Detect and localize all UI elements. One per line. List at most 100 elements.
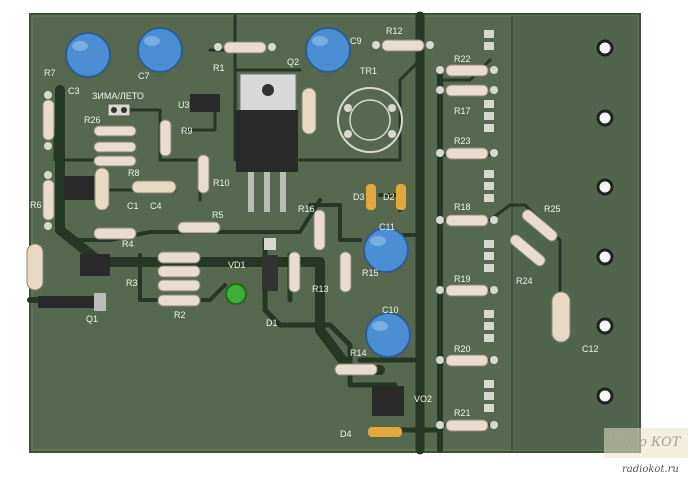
resistor — [157, 265, 201, 278]
led-vd1 — [225, 283, 247, 305]
resistor — [42, 91, 55, 150]
label-r5: R5 — [212, 210, 224, 220]
label-r18: R18 — [454, 202, 471, 212]
resistor — [436, 84, 498, 97]
capacitor — [137, 27, 183, 73]
resistor — [157, 279, 201, 292]
resistor — [334, 363, 378, 376]
optocoupler-vo2 — [372, 386, 404, 416]
label-r20: R20 — [454, 344, 471, 354]
resistor — [93, 125, 137, 137]
resistor — [93, 141, 137, 153]
resistor — [159, 119, 172, 157]
label-r4: R4 — [122, 239, 134, 249]
watermark-site: radiokot.ru — [622, 464, 679, 475]
resistor — [42, 171, 55, 230]
label-c4: C4 — [150, 201, 162, 211]
heatsink-strip — [511, 16, 638, 450]
capacitor — [365, 312, 411, 358]
label-d3: D3 — [353, 192, 365, 202]
label-r21: R21 — [454, 408, 471, 418]
label-c10: C10 — [382, 305, 399, 315]
label-vo2: VO2 — [414, 394, 432, 404]
label-q1: Q1 — [86, 314, 98, 324]
ic-soic — [64, 176, 94, 200]
resistor — [93, 155, 137, 167]
radiokot-watermark: Радио КОТ radiokot.ru — [604, 428, 688, 475]
resistor — [436, 284, 498, 297]
label-c1: C1 — [127, 201, 139, 211]
label-c12: C12 — [582, 344, 599, 354]
label-zima-leto: ЗИМА/ЛЕТО — [92, 91, 144, 101]
capacitor — [131, 180, 177, 194]
label-r24: R24 — [516, 276, 533, 286]
label-r6: R6 — [30, 200, 42, 210]
label-r16: R16 — [298, 204, 315, 214]
mounting-hole — [596, 39, 614, 57]
resistor — [339, 251, 352, 293]
label-r2: R2 — [174, 310, 186, 320]
resistor — [177, 221, 221, 234]
pad-columns — [484, 30, 494, 412]
label-d1: D1 — [266, 318, 278, 328]
label-d2: D2 — [383, 192, 395, 202]
label-q2: Q2 — [287, 57, 299, 67]
label-r10: R10 — [213, 178, 230, 188]
label-vd1: VD1 — [228, 260, 246, 270]
diode-d3 — [366, 184, 376, 210]
capacitor — [26, 243, 44, 291]
label-r9: R9 — [181, 126, 193, 136]
resistor — [436, 354, 498, 367]
resistor — [157, 294, 201, 307]
ic-small — [80, 254, 110, 276]
watermark-logo: Радио КОТ — [605, 435, 682, 450]
mounting-hole — [596, 387, 614, 405]
label-c3: C3 — [68, 86, 80, 96]
resistor — [372, 39, 434, 52]
resistors — [42, 39, 558, 432]
label-tr1: TR1 — [360, 66, 377, 76]
label-r22: R22 — [454, 54, 471, 64]
label-c7: C7 — [138, 71, 150, 81]
capacitors — [26, 27, 571, 358]
label-r8: R8 — [128, 168, 140, 178]
resistor — [436, 419, 498, 432]
capacitor — [305, 27, 351, 73]
label-r3: R3 — [126, 278, 138, 288]
connector-jumper — [107, 103, 131, 117]
label-r14: R14 — [350, 348, 367, 358]
regulator-q2 — [236, 73, 298, 212]
capacitor — [94, 167, 110, 211]
diode-d1 — [262, 238, 278, 291]
mounting-hole — [596, 317, 614, 335]
label-r26: R26 — [84, 115, 101, 125]
transistor-q1 — [38, 293, 106, 311]
resistor — [436, 147, 498, 160]
resistor — [436, 64, 498, 77]
resistor — [93, 227, 137, 240]
transformer-tr1 — [337, 87, 403, 153]
label-r13: R13 — [312, 284, 329, 294]
label-r15: R15 — [362, 268, 379, 278]
label-r1: R1 — [213, 63, 225, 73]
label-r7: R7 — [44, 68, 56, 78]
label-c11: C11 — [379, 222, 395, 232]
label-r17: R17 — [454, 106, 471, 116]
ic-u3 — [190, 94, 220, 112]
label-u3: U3 — [178, 100, 190, 110]
resistor — [288, 251, 301, 293]
label-r23: R23 — [454, 136, 471, 146]
capacitor — [65, 32, 111, 78]
mounting-hole — [596, 178, 614, 196]
resistor — [214, 41, 276, 54]
label-c9: C9 — [350, 36, 362, 46]
resistor — [521, 209, 558, 242]
capacitor — [363, 227, 409, 273]
mounting-hole — [596, 109, 614, 127]
label-r19: R19 — [454, 274, 471, 284]
diode-d2 — [396, 184, 406, 210]
label-r25: R25 — [544, 204, 561, 214]
resistor — [436, 214, 498, 227]
resistor — [313, 209, 326, 251]
ics — [38, 73, 406, 437]
